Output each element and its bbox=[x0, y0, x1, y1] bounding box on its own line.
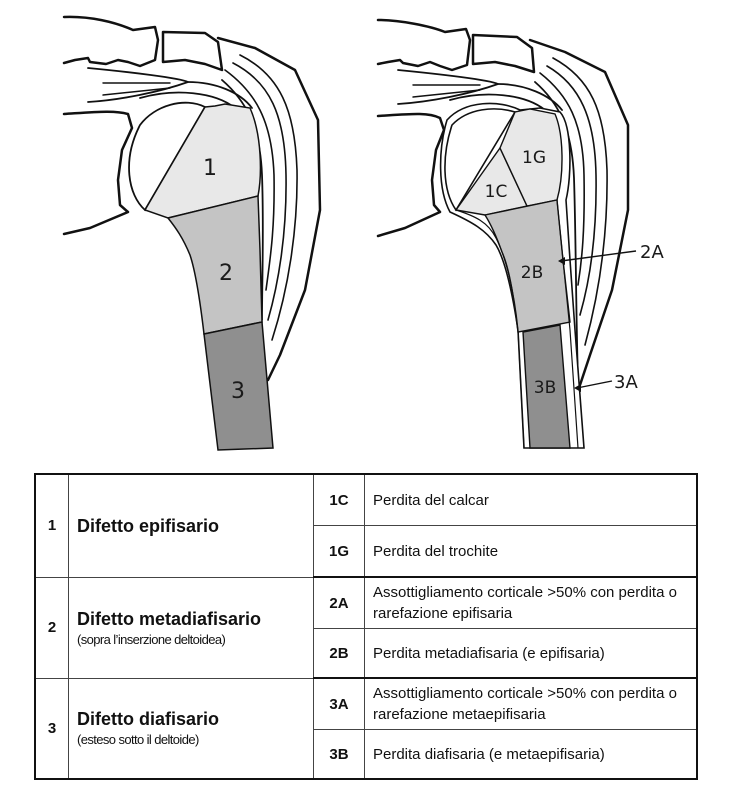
arrowhead-icon bbox=[574, 384, 581, 392]
tendon-arc bbox=[449, 93, 546, 111]
subtype-code: 1C bbox=[313, 473, 365, 526]
callout-label-2a: 2A bbox=[640, 242, 664, 263]
group-title-cell: Difetto epifisario bbox=[68, 473, 314, 578]
tendon-outline bbox=[87, 67, 189, 103]
table-row: 2B Perdita metadiafisaria (e epifisaria) bbox=[35, 628, 698, 679]
zone-label-3b: 3B bbox=[534, 378, 556, 398]
zone-2-area bbox=[166, 195, 263, 335]
subtype-description: Assottigliamento corticale >50% con perd… bbox=[364, 677, 698, 730]
deltoid-fibre bbox=[232, 62, 287, 321]
deltoid-outline bbox=[216, 36, 322, 382]
table-row: 3 Difetto diafisario (esteso sotto il de… bbox=[34, 677, 698, 780]
deltoid-fibre bbox=[224, 69, 275, 291]
group-title: Difetto diafisario bbox=[77, 709, 220, 730]
left-humerus: 1 2 3 bbox=[128, 101, 274, 451]
humerus-diagrams: 1 2 3 1G 1C 2B 3B bbox=[62, 15, 664, 451]
group-title-cell: Difetto metadiafisario (sopra l’inserzio… bbox=[68, 576, 314, 679]
clavicle-outline bbox=[376, 18, 472, 72]
zone-label-2b: 2B bbox=[521, 263, 543, 283]
group-subtitle: (sopra l’inserzione deltoidea) bbox=[77, 631, 226, 647]
callout-line-3a bbox=[576, 380, 613, 389]
zone-label-1c: 1C bbox=[485, 182, 508, 202]
table-row: 1 Difetto epifisario 1C Perdita del calc… bbox=[34, 473, 698, 578]
tendon-arc bbox=[139, 91, 236, 109]
tendon-fibre bbox=[412, 89, 481, 98]
table-row: 2 Difetto metadiafisario (sopra l’inserz… bbox=[34, 576, 698, 679]
callouts bbox=[558, 250, 637, 392]
cortex-inner-line bbox=[455, 209, 525, 449]
zone-3-area bbox=[203, 321, 274, 451]
subtype-description: Assottigliamento corticale >50% con perd… bbox=[364, 576, 698, 629]
zone-label-3: 3 bbox=[231, 379, 245, 404]
clavicle-outline bbox=[62, 15, 160, 68]
zone-label-1g: 1G bbox=[522, 148, 546, 168]
group-subtitle: (esteso sotto il deltoide) bbox=[77, 732, 199, 748]
acromion-outline bbox=[161, 30, 224, 72]
group-number: 1 bbox=[34, 473, 69, 578]
deltoid-fibre bbox=[546, 65, 597, 316]
scapula-outline bbox=[376, 112, 446, 238]
group-title: Difetto metadiafisario bbox=[77, 608, 262, 629]
deltoid-fibre bbox=[221, 79, 264, 321]
zone-label-2: 2 bbox=[219, 261, 233, 286]
deltoid-fibre bbox=[534, 81, 579, 381]
tendon-arc bbox=[497, 83, 563, 111]
subtype-description: Perdita del trochite bbox=[364, 525, 698, 578]
subtype-code: 1G bbox=[313, 525, 365, 578]
table-row: 1G Perdita del trochite bbox=[35, 525, 698, 578]
subtype-description: Perdita metadiafisaria (e epifisaria) bbox=[364, 628, 698, 679]
tendon-fibre bbox=[102, 87, 171, 96]
deltoid-fibre bbox=[552, 57, 608, 346]
zone-3b-area bbox=[522, 324, 571, 449]
tendon-outline bbox=[397, 69, 499, 105]
subtype-code: 3B bbox=[313, 729, 365, 780]
subtype-code: 3A bbox=[313, 677, 365, 730]
arrowhead-icon bbox=[558, 257, 565, 265]
group-title: Difetto epifisario bbox=[77, 515, 220, 536]
table-row: 3B Perdita diafisaria (e metaepifisaria) bbox=[35, 729, 698, 780]
group-number: 3 bbox=[34, 677, 69, 780]
scapula-outline bbox=[62, 110, 134, 236]
subtype-description: Perdita diafisaria (e metaepifisaria) bbox=[364, 729, 698, 780]
subtype-description: Perdita del calcar bbox=[364, 473, 698, 526]
left-shoulder-diagram bbox=[62, 15, 322, 382]
zone-label-1: 1 bbox=[203, 156, 217, 181]
classification-table: 1 Difetto epifisario 1C Perdita del calc… bbox=[34, 473, 698, 780]
group-title-cell: Difetto diafisario (esteso sotto il delt… bbox=[68, 677, 314, 780]
cortex-inner-line bbox=[556, 199, 579, 449]
callout-line-2a bbox=[560, 250, 637, 262]
deltoid-fibre bbox=[539, 72, 585, 286]
acromion-outline bbox=[471, 33, 536, 74]
deltoid-outline bbox=[528, 38, 630, 387]
callout-label-3a: 3A bbox=[614, 372, 638, 393]
deltoid-fibre bbox=[239, 54, 298, 341]
right-humerus: 1G 1C 2B 3B bbox=[439, 102, 585, 449]
right-shoulder-diagram bbox=[376, 18, 630, 387]
tendon-arc bbox=[187, 81, 253, 109]
subtype-code: 2B bbox=[313, 628, 365, 679]
group-number: 2 bbox=[34, 576, 69, 679]
subtype-code: 2A bbox=[313, 576, 365, 629]
